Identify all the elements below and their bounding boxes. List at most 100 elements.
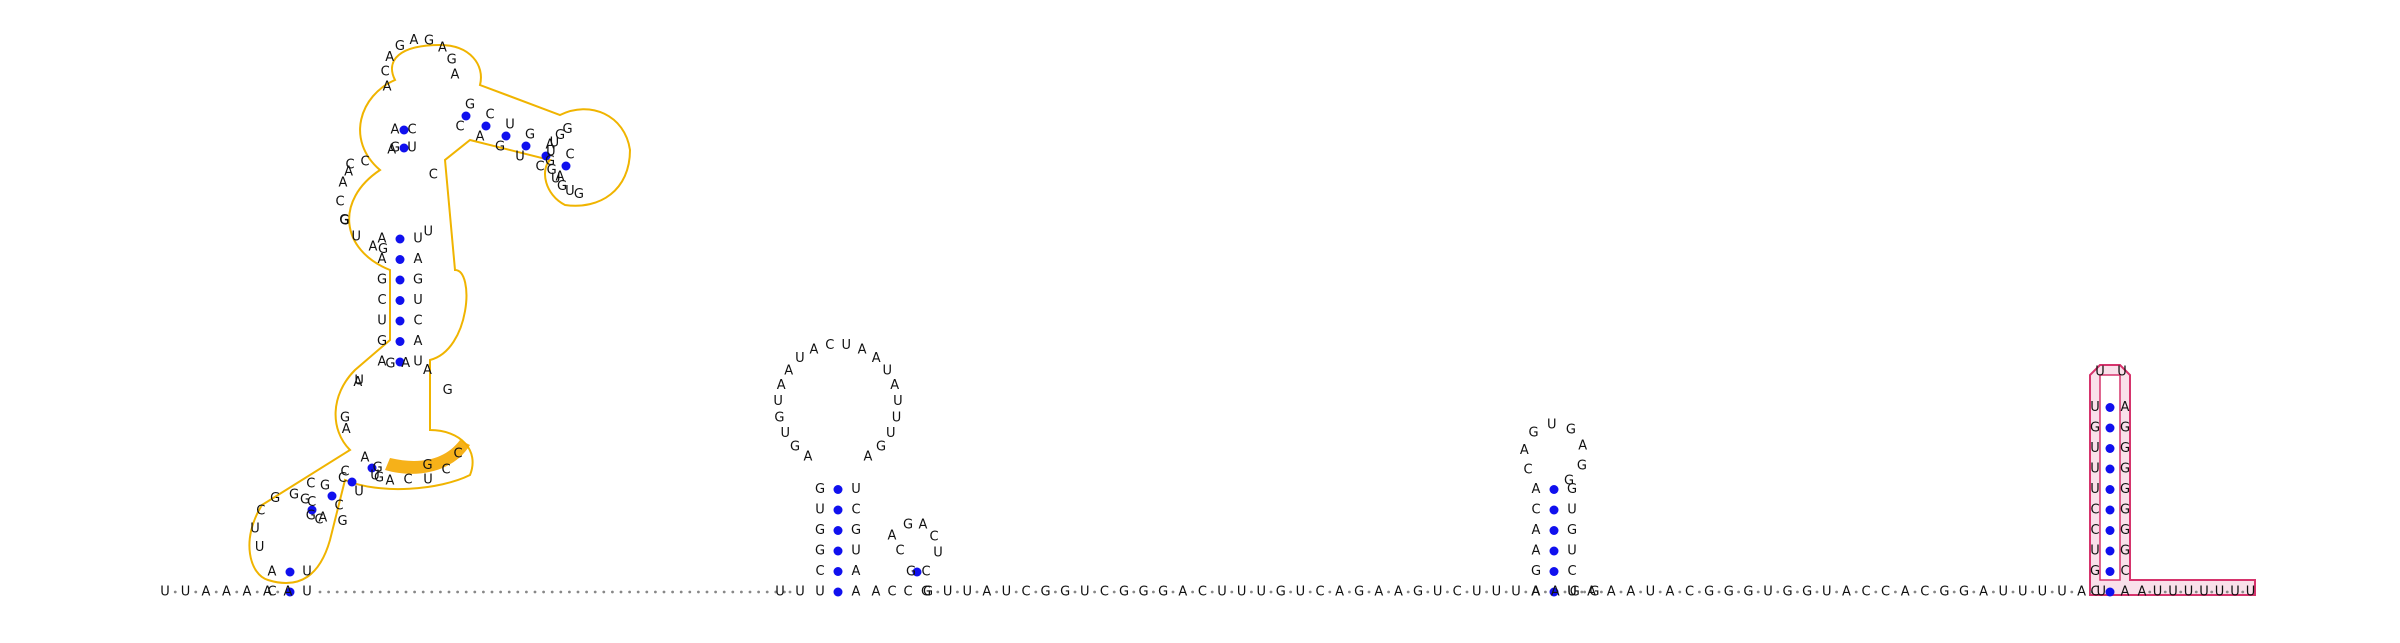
aptamer-nucleotide: C [338, 471, 347, 486]
aptamer-nucleotide: C [336, 195, 345, 210]
5prime-leader-nucleotide: A [263, 585, 272, 600]
aptamer-nucleotide: A [339, 175, 348, 190]
backbone-dot [1619, 590, 1623, 594]
linker-nucleotide: U [2038, 585, 2048, 600]
backbone-dot [1639, 590, 1642, 594]
backbone-dot [353, 590, 356, 594]
3prime-tail-nucleotide: U [2168, 585, 2178, 600]
stem-nucleotide: U [413, 355, 423, 370]
base-pair-dot [1549, 485, 1559, 494]
base-pair-dot [2105, 526, 2115, 535]
hairpin-3-loop-nucleotide: A [1578, 439, 1587, 454]
backbone-dot [2194, 590, 2198, 594]
stem-nucleotide: G [377, 334, 387, 349]
backbone-dot [2210, 590, 2214, 594]
stem-nucleotide: G [906, 565, 916, 580]
backbone-dot [679, 590, 683, 594]
hairpin-1-loop-nucleotide: G [876, 439, 886, 454]
hairpin-1-loop-nucleotide: U [892, 411, 902, 426]
backbone-dot [636, 590, 640, 594]
stem-nucleotide: G [377, 273, 387, 288]
linker-nucleotide: C [1685, 585, 1694, 600]
backbone-dot [507, 590, 511, 594]
nucleotide: U [795, 585, 805, 600]
terminator-stem-nucleotide: G [2120, 503, 2130, 518]
backbone-dot [705, 590, 709, 594]
base-pair-dot [833, 546, 843, 556]
5prime-leader-nucleotide: A [284, 585, 293, 600]
base-pair-dot [395, 337, 405, 346]
aptamer-nucleotide: A [342, 422, 351, 437]
backbone-dot [1894, 590, 1897, 594]
terminator-stem-nucleotide: C [2090, 523, 2099, 538]
base-pair-dot [2105, 423, 2115, 433]
hairpin-1-loop-nucleotide: A [864, 449, 873, 464]
backbone-dot [995, 590, 998, 594]
base-pair-dot [307, 505, 317, 515]
backbone-dot [602, 590, 606, 594]
backbone-dot [1132, 590, 1136, 594]
stem-nucleotide: A [361, 451, 370, 466]
linker-nucleotide: A [982, 585, 991, 600]
aptamer-nucleotide: G [447, 53, 457, 68]
linker-nucleotide: G [1783, 585, 1793, 600]
backbone-dot [1815, 590, 1819, 594]
stem-nucleotide: A [1532, 523, 1541, 538]
hairpin-1-loop-nucleotide: U [883, 363, 893, 378]
linker-nucleotide: C [1881, 585, 1890, 600]
linker-nucleotide: A [1335, 585, 1344, 600]
aptamer-nucleotide: U [370, 469, 380, 484]
stem-nucleotide: U [1567, 585, 1577, 600]
stem-nucleotide: G [1567, 482, 1577, 497]
terminator-stem-nucleotide: G [2120, 441, 2130, 456]
linker-nucleotide: C [1453, 585, 1462, 600]
aptamer-nucleotide: G [373, 461, 383, 476]
base-pair-dot [395, 296, 405, 305]
hairpin-3-loop-nucleotide: C [1523, 463, 1532, 478]
stem-nucleotide: A [391, 123, 400, 138]
aptamer-nucleotide: G [340, 214, 350, 229]
stem-nucleotide: A [476, 130, 485, 145]
backbone-dot [464, 590, 468, 594]
linker-nucleotide: U [1472, 585, 1482, 600]
nucleotide: C [887, 585, 896, 600]
stem-nucleotide: G [815, 482, 825, 497]
stem-nucleotide: U [377, 314, 387, 329]
hairpin-1-loop-nucleotide: A [872, 351, 881, 366]
terminator-stem-nucleotide: U [2090, 441, 2100, 456]
backbone-dot [1210, 590, 1214, 594]
base-pair-dot [461, 111, 471, 121]
linker-nucleotide: A [1842, 585, 1851, 600]
aptamer-nucleotide: A [368, 239, 377, 254]
stem-nucleotide: G [495, 140, 505, 155]
linker-nucleotide: A [1551, 585, 1560, 600]
aptamer-nucleotide: A [353, 375, 362, 390]
backbone-dot [439, 590, 442, 594]
stem-nucleotide: U [302, 585, 312, 600]
stem-nucleotide: U [815, 503, 825, 518]
backbone-dot [1972, 590, 1976, 594]
aptamer-nucleotide: U [550, 136, 560, 151]
backbone-dot [1171, 590, 1175, 594]
stem-nucleotide: A [1532, 482, 1541, 497]
aptamer-nucleotide: U [551, 172, 561, 187]
base-pair-dot [561, 161, 571, 171]
linker-nucleotide: G [1959, 585, 1969, 600]
aptamer-nucleotide: A [451, 68, 460, 83]
base-pair-dot [285, 567, 295, 577]
backbone-dot [235, 590, 239, 594]
linker-nucleotide: A [1587, 585, 1596, 600]
base-pair-dot [399, 143, 409, 153]
linker-nucleotide: G [1704, 585, 1714, 600]
backbone-dot [1854, 590, 1858, 594]
terminator-stem-nucleotide: C [2090, 585, 2099, 600]
backbone-dot [413, 590, 416, 594]
linker-nucleotide: A [1531, 585, 1540, 600]
backbone-dot [585, 590, 588, 594]
5prime-leader-nucleotide: A [202, 585, 211, 600]
backbone-dot [396, 590, 399, 594]
terminator-stem-nucleotide: A [2121, 585, 2130, 600]
stem-nucleotide: C [340, 465, 349, 480]
